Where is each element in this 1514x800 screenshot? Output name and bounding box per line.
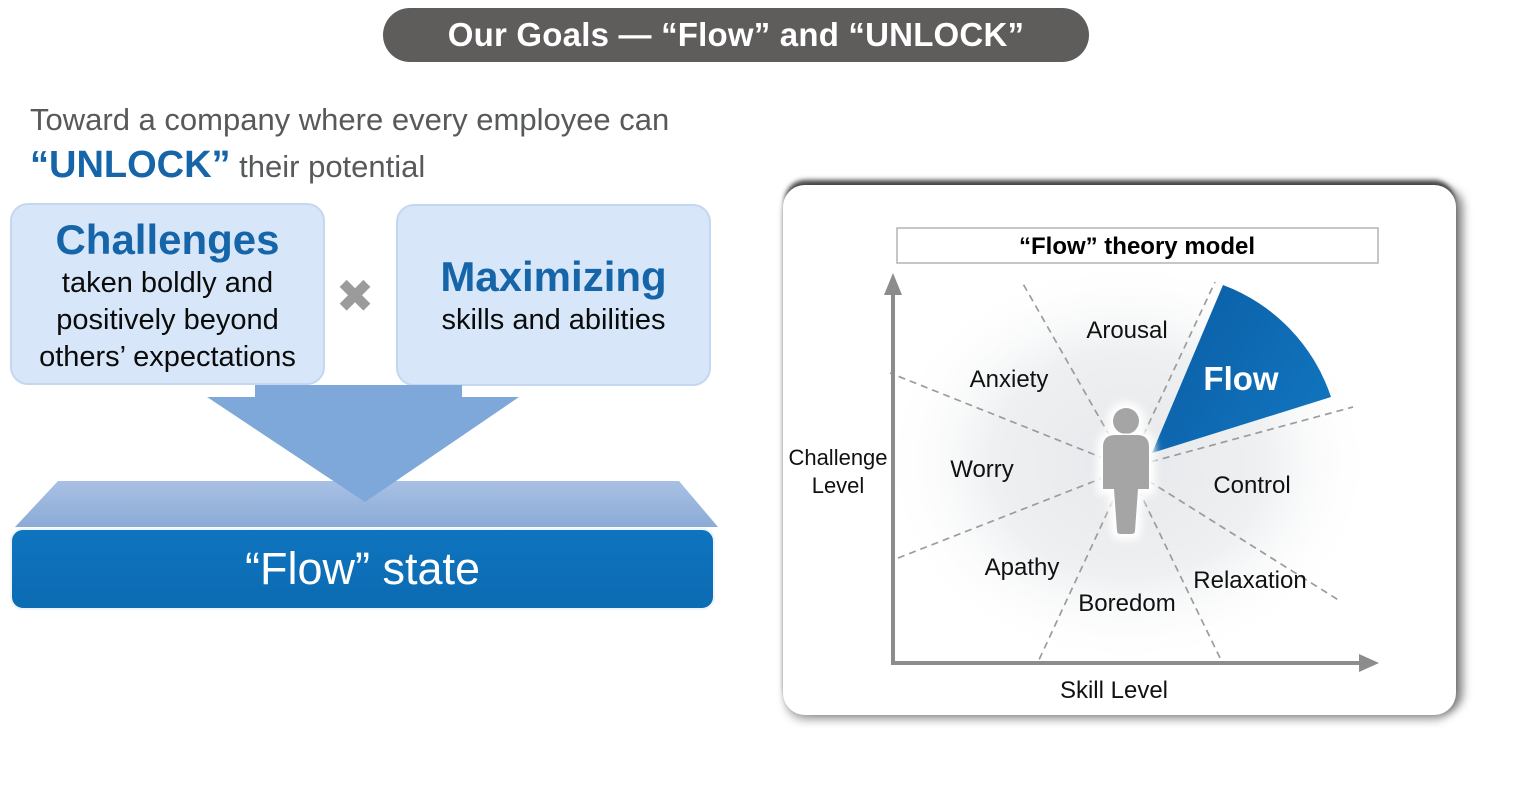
challenges-body-line1: taken boldly and bbox=[61, 267, 274, 299]
flow-box-top-face bbox=[15, 481, 718, 527]
x-axis-arrowhead-icon bbox=[1359, 654, 1379, 672]
region-label-anxiety: Anxiety bbox=[970, 366, 1049, 393]
x-axis bbox=[891, 654, 1379, 672]
intro-line1: Toward a company where every employee ca… bbox=[30, 102, 670, 137]
intro-line2: “UNLOCK” their potential bbox=[30, 142, 669, 196]
challenges-body-line3: others’ expectations bbox=[39, 341, 296, 373]
panel-title-box bbox=[896, 227, 1379, 264]
maximizing-body: skills and abilities bbox=[441, 303, 666, 336]
flow-state-label: “Flow” state bbox=[244, 543, 481, 594]
y-axis bbox=[884, 273, 902, 663]
challenge-level-label-line1: Challenge bbox=[788, 445, 887, 470]
flow-wedge bbox=[1152, 285, 1331, 453]
region-label-arousal: Arousal bbox=[1086, 317, 1167, 344]
y-axis-arrowhead-icon bbox=[884, 273, 902, 295]
dashed-divider-lines bbox=[889, 281, 1354, 663]
skill-level-label: Skill Level bbox=[1060, 677, 1168, 704]
flow-state-box: “Flow” state bbox=[10, 528, 715, 610]
region-label-control: Control bbox=[1213, 472, 1290, 499]
panel-title: “Flow” theory model bbox=[1019, 233, 1255, 260]
challenges-body-line2: positively beyond bbox=[56, 304, 279, 336]
region-label-worry: Worry bbox=[950, 456, 1014, 483]
slide-title: Our Goals — “Flow” and “UNLOCK” bbox=[447, 16, 1025, 53]
region-label-flow: Flow bbox=[1203, 360, 1278, 397]
multiply-icon: ✖ bbox=[335, 270, 375, 322]
region-label-apathy: Apathy bbox=[985, 554, 1060, 581]
flow-model-card: “Flow” theory model Arousal Anxiety Worr… bbox=[783, 185, 1456, 715]
intro-text-block: Toward a company where every employee ca… bbox=[30, 100, 669, 196]
maximizing-title: Maximizing bbox=[440, 252, 667, 300]
region-label-relaxation: Relaxation bbox=[1193, 567, 1306, 594]
flow-model-chart: “Flow” theory model Arousal Anxiety Worr… bbox=[788, 227, 1379, 704]
challenges-box: Challenges taken boldly and positively b… bbox=[10, 203, 325, 385]
region-label-boredom: Boredom bbox=[1078, 590, 1175, 617]
unlock-highlight: “UNLOCK” bbox=[30, 144, 231, 186]
intro-rest: their potential bbox=[230, 149, 426, 184]
maximizing-box: Maximizing skills and abilities bbox=[396, 204, 711, 386]
challenge-level-label-line2: Level bbox=[812, 473, 865, 498]
down-arrow-icon bbox=[207, 385, 519, 502]
slide-title-pill: Our Goals — “Flow” and “UNLOCK” bbox=[383, 8, 1089, 62]
person-icon bbox=[1101, 406, 1151, 536]
challenges-title: Challenges bbox=[55, 216, 280, 263]
